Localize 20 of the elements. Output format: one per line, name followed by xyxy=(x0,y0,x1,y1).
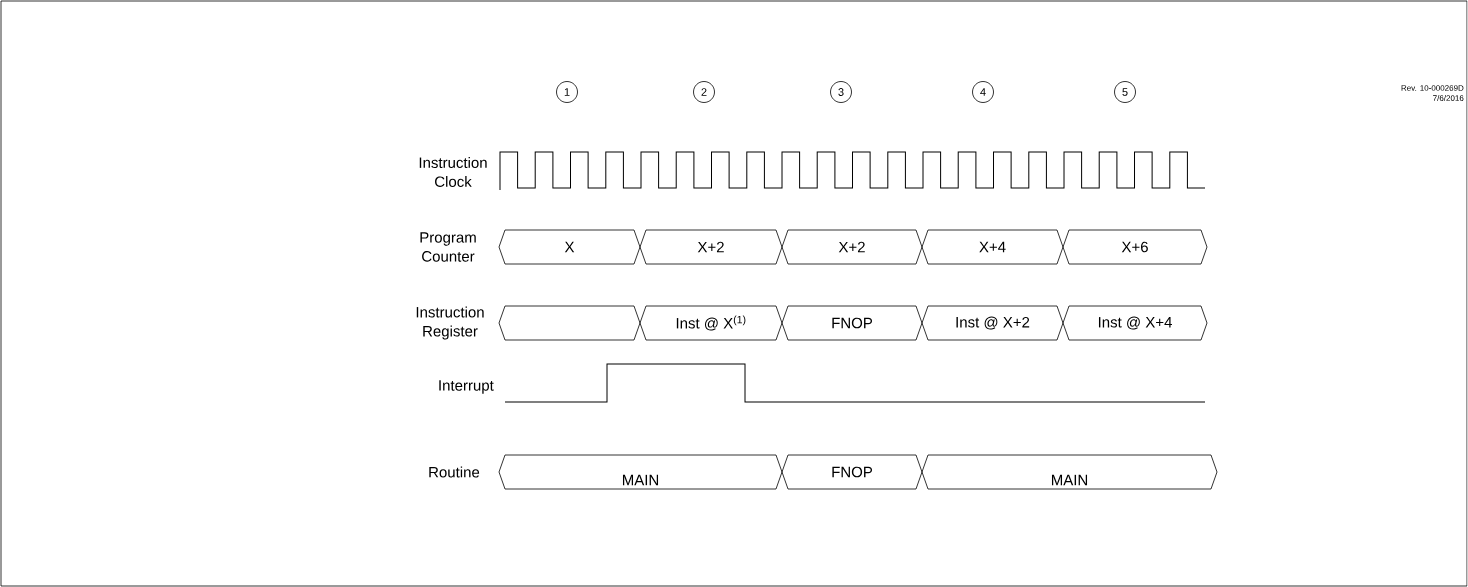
signal-name: Instruction Clock xyxy=(419,157,487,187)
revision-note: Rev. 10-000269D xyxy=(1401,85,1464,91)
bus-segment: X+6 xyxy=(1062,229,1208,265)
bus-segment: Inst @ X+4 xyxy=(1062,305,1208,341)
bus-segment xyxy=(498,305,641,341)
signal-name: Routine xyxy=(429,466,480,478)
signal-name: Program Counter xyxy=(420,232,476,262)
bus-segment: MAIN xyxy=(498,454,783,490)
bus-segment: X+2 xyxy=(781,229,923,265)
revision-note: 7/6/2016 xyxy=(1433,95,1464,101)
bus-segment: X+2 xyxy=(639,229,783,265)
bus-segment: FNOP xyxy=(781,454,923,490)
bus-segment: FNOP xyxy=(781,305,923,341)
bus-segment: Inst @ X$^{(1)}$ xyxy=(639,305,783,341)
signal-name: Instruction Register xyxy=(416,306,484,340)
bus-segment: X+4 xyxy=(921,229,1064,265)
bus-segment: X xyxy=(498,229,641,265)
bus-segment: Inst @ X+2 xyxy=(921,305,1064,341)
bus-segment: MAIN xyxy=(921,454,1218,490)
signal-name: Interrupt xyxy=(439,380,494,394)
